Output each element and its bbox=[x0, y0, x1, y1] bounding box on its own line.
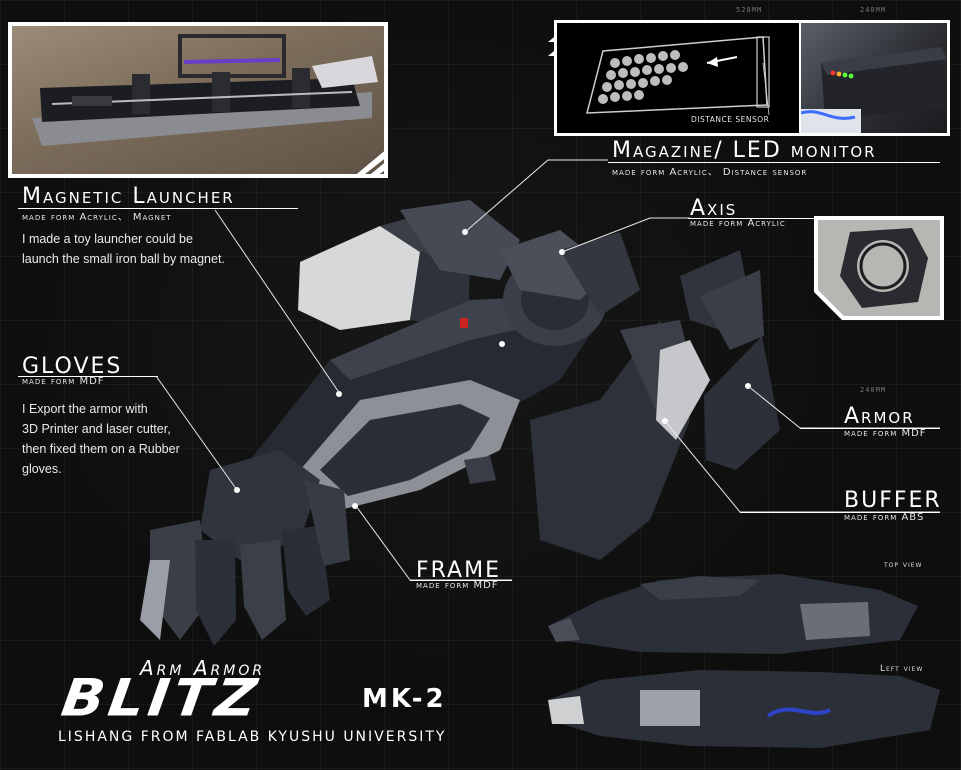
gloves-description: I Export the armor with 3D Printer and l… bbox=[22, 399, 180, 479]
dimension-label-armor: 240MM bbox=[860, 386, 887, 394]
led-monitor-illustration bbox=[801, 47, 947, 133]
magazine-diagram-illustration bbox=[586, 36, 770, 116]
magnetic-launcher-rule bbox=[18, 208, 298, 209]
axis-subtitle: made form Acrylic bbox=[690, 218, 786, 229]
launcher-photo bbox=[12, 26, 384, 174]
brand-model: MK-2 bbox=[362, 684, 447, 714]
magazine-subtitle: made form Acrylic、 Distance sensor bbox=[612, 167, 808, 178]
frame-subtitle: made form MDF bbox=[416, 580, 499, 591]
gloves-subtitle: made form MDF bbox=[22, 376, 105, 387]
buffer-title: BUFFER bbox=[844, 488, 942, 513]
magazine-title-rule bbox=[608, 162, 940, 163]
magnetic-launcher-description: I made a toy launcher could be launch th… bbox=[22, 229, 225, 269]
buffer-subtitle: made form ABS bbox=[844, 512, 925, 523]
brand-tagline: Arm Armor bbox=[140, 656, 266, 680]
dimension-label-top-right: 240MM bbox=[860, 6, 887, 14]
led-monitor-photo bbox=[801, 23, 947, 133]
armor-subtitle: made form MDF bbox=[844, 428, 927, 439]
gloves-description-line: then fixed them on a Rubber bbox=[22, 442, 180, 456]
magnetic-launcher-subtitle: made form Acrylic、 Magnet bbox=[22, 212, 172, 223]
armor-title: Armor bbox=[844, 404, 915, 429]
axis-title-rule bbox=[688, 218, 814, 219]
magazine-title: Magazine/ LED monitor bbox=[612, 138, 877, 163]
gloves-title-rule bbox=[18, 376, 158, 377]
gloves-description-line: 3D Printer and laser cutter, bbox=[22, 422, 171, 436]
frame-title-rule bbox=[410, 580, 512, 581]
frame-title: FRAME bbox=[416, 558, 501, 583]
gloves-title: GLOVES bbox=[22, 354, 123, 379]
distance-sensor-label: DISTANCE SENSOR bbox=[691, 115, 770, 124]
magazine-diagram: DISTANCE SENSOR bbox=[557, 23, 799, 133]
dimension-label-top-left: 520MM bbox=[736, 6, 763, 14]
magnetic-launcher-description-line: launch the small iron ball by magnet. bbox=[22, 252, 225, 266]
armor-title-rule bbox=[800, 428, 940, 429]
gloves-description-line: gloves. bbox=[22, 462, 62, 476]
brand-credit: LISHANG FROM FABLAB KYUSHU UNIVERSITY bbox=[58, 729, 447, 745]
buffer-title-rule bbox=[740, 512, 940, 513]
launcher-photo-illustration bbox=[32, 34, 378, 146]
left-view-label: Left view bbox=[880, 664, 924, 674]
magnetic-launcher-description-line: I made a toy launcher could be bbox=[22, 232, 193, 246]
axis-title: Axis bbox=[690, 196, 738, 221]
top-view-label: top view bbox=[884, 560, 923, 570]
magnetic-launcher-title: Magnetic Launcher bbox=[22, 184, 235, 209]
brand-name: BLITZ bbox=[57, 668, 265, 729]
gloves-description-line: I Export the armor with bbox=[22, 402, 148, 416]
